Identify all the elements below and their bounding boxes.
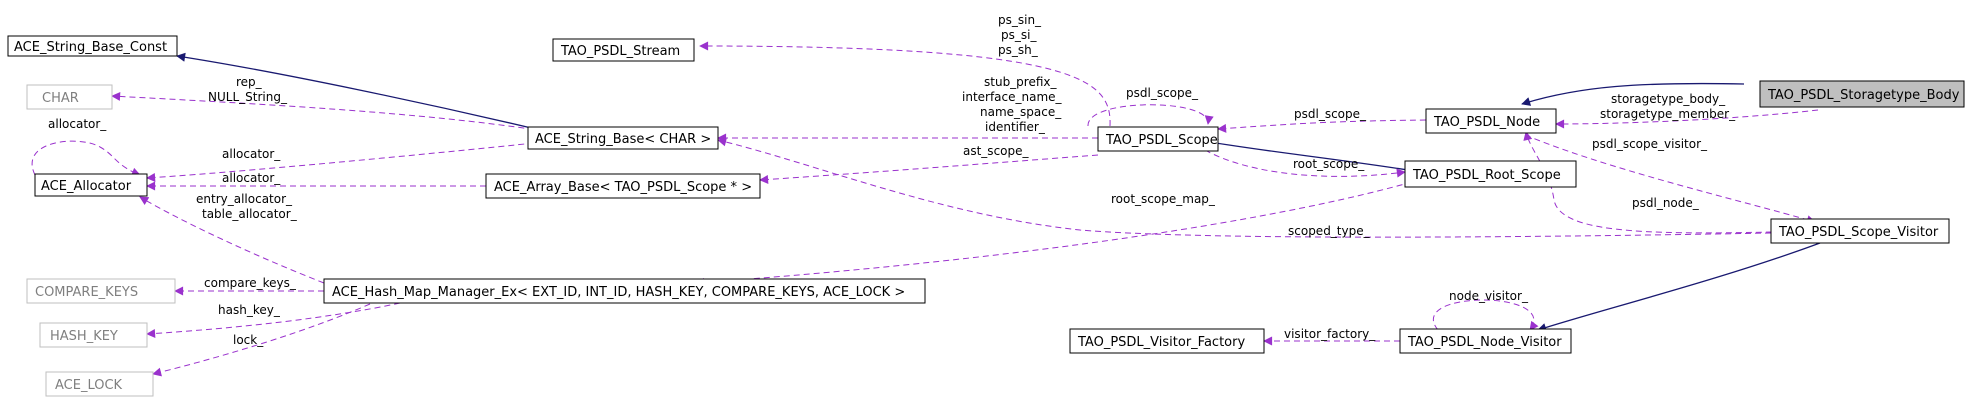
node-label: ACE_String_Base< CHAR > — [535, 132, 711, 147]
edge-label-psdl-scope-self: psdl_scope_ — [1126, 86, 1199, 100]
edge-label-ps-si: ps_si_ — [1001, 28, 1037, 42]
edge-label-stub-prefix: stub_prefix_ — [984, 75, 1058, 89]
edge-label-root-scope: root_scope_ — [1293, 157, 1365, 171]
node-tao-psdl-scope[interactable]: TAO_PSDL_Scope — [1097, 126, 1219, 152]
node-ace-string-base-const[interactable]: ACE_String_Base_Const — [7, 35, 178, 57]
edge-label-name-space: name_space_ — [980, 105, 1062, 119]
edge-label-allocator-1: allocator_ — [222, 147, 281, 161]
edge-lock — [152, 303, 371, 377]
node-ace-string-base[interactable]: ACE_String_Base< CHAR > — [527, 126, 719, 150]
edge-psdl-scope-visitor — [1515, 130, 1816, 225]
node-compare-keys[interactable]: COMPARE_KEYS — [26, 278, 176, 304]
edge-label-lock: lock_ — [233, 333, 264, 347]
node-tao-psdl-storagetype-body[interactable]: TAO_PSDL_Storagetype_Body — [1759, 80, 1965, 108]
edge-rep-null-string — [111, 91, 545, 132]
edge-label-root-scope-map: root_scope_map_ — [1111, 192, 1216, 206]
node-label: ACE_LOCK — [55, 378, 123, 393]
node-label: ACE_Hash_Map_Manager_Ex< EXT_ID, INT_ID,… — [332, 285, 905, 300]
node-tao-psdl-visitor-factory[interactable]: TAO_PSDL_Visitor_Factory — [1069, 328, 1265, 354]
node-label: TAO_PSDL_Node_Visitor — [1407, 335, 1562, 350]
edge-label-node-visitor: node_visitor_ — [1449, 289, 1529, 303]
edge-ast-scope — [759, 154, 1099, 184]
node-tao-psdl-node-visitor[interactable]: TAO_PSDL_Node_Visitor — [1399, 328, 1572, 354]
node-label: TAO_PSDL_Scope_Visitor — [1778, 225, 1939, 240]
edge-root-scope-inherits-scope — [1209, 138, 1409, 171]
edge-hash-key — [146, 302, 401, 338]
node-label: HASH_KEY — [50, 329, 118, 344]
node-ace-allocator[interactable]: ACE_Allocator — [34, 173, 148, 197]
edge-root-scope-map — [695, 181, 1413, 287]
edge-psdl-scope-self — [1087, 104, 1214, 127]
edge-label-psdl-scope: psdl_scope_ — [1294, 107, 1367, 121]
edge-label-rep: rep_ — [236, 75, 263, 89]
edge-label-storagetype-body: storagetype_body_ — [1611, 92, 1726, 106]
node-label: TAO_PSDL_Stream — [560, 44, 680, 59]
edge-allocator-self — [31, 140, 141, 177]
edge-scope-visitor-inherits-node-visitor — [1537, 242, 1821, 332]
edge-storagetype-member — [1555, 109, 1819, 129]
edge-label-storagetype-member: storagetype_member_ — [1600, 107, 1736, 121]
node-ace-array-base[interactable]: ACE_Array_Base< TAO_PSDL_Scope * > — [485, 173, 761, 199]
edge-labels: ps_sin_ ps_si_ ps_sh_ rep_ NULL_String_ … — [48, 13, 1736, 347]
edge-label-visitor-factory: visitor_factory_ — [1284, 327, 1376, 341]
edge-label-entry-allocator: entry_allocator_ — [196, 192, 293, 206]
edge-label-psdl-scope-visitor: psdl_scope_visitor_ — [1592, 137, 1708, 151]
node-label: TAO_PSDL_Storagetype_Body — [1767, 88, 1960, 103]
edge-label-allocator-2: allocator_ — [222, 171, 281, 185]
edge-psdl-node — [1523, 131, 1773, 234]
edge-label-hash-key: hash_key_ — [218, 303, 281, 317]
edge-label-ast-scope: ast_scope_ — [963, 144, 1030, 158]
node-label: TAO_PSDL_Node — [1433, 115, 1540, 130]
node-label: TAO_PSDL_Visitor_Factory — [1077, 335, 1245, 350]
node-ace-lock[interactable]: ACE_LOCK — [45, 371, 154, 397]
edge-node-visitor-self — [1433, 299, 1539, 331]
node-tao-psdl-scope-visitor[interactable]: TAO_PSDL_Scope_Visitor — [1770, 218, 1950, 244]
edge-storagetype-body-inherits-node — [1521, 82, 1745, 106]
node-ace-hash-map-manager-ex[interactable]: ACE_Hash_Map_Manager_Ex< EXT_ID, INT_ID,… — [323, 278, 926, 304]
edge-label-ps-sin: ps_sin_ — [998, 13, 1042, 27]
node-label: TAO_PSDL_Root_Scope — [1412, 168, 1561, 183]
node-label: ACE_Array_Base< TAO_PSDL_Scope * > — [494, 180, 752, 195]
edge-label-interface-name: interface_name_ — [962, 90, 1063, 104]
node-label: TAO_PSDL_Scope — [1105, 133, 1218, 148]
edge-label-identifier: identifier_ — [985, 120, 1046, 134]
node-tao-psdl-root-scope[interactable]: TAO_PSDL_Root_Scope — [1404, 160, 1577, 188]
edges — [31, 41, 1821, 377]
edge-label-null-string: NULL_String_ — [208, 90, 288, 104]
edge-label-scoped-type: scoped_type_ — [1288, 224, 1371, 238]
node-label: ACE_String_Base_Const — [14, 40, 167, 55]
nodes: ACE_String_Base_Const TAO_PSDL_Stream CH… — [7, 35, 1965, 397]
edge-label-allocator-self: allocator_ — [48, 117, 107, 131]
edge-label-table-allocator: table_allocator_ — [202, 207, 298, 221]
edge-root-scope — [1204, 149, 1406, 178]
edge-ps-sin — [699, 41, 1111, 127]
edge-label-ps-sh: ps_sh_ — [998, 43, 1039, 57]
edge-string-base-inherits-const — [176, 52, 545, 132]
edge-label-compare-keys: compare_keys_ — [204, 276, 297, 290]
node-tao-psdl-node[interactable]: TAO_PSDL_Node — [1425, 108, 1557, 134]
edge-entry-table-allocator — [139, 196, 325, 284]
node-label: CHAR — [42, 91, 79, 106]
edge-allocator-string-base — [146, 141, 545, 182]
node-char[interactable]: CHAR — [26, 84, 113, 110]
edge-scoped-type — [717, 137, 1772, 238]
edge-psdl-scope — [1217, 119, 1427, 133]
node-label: COMPARE_KEYS — [35, 285, 138, 300]
node-tao-psdl-stream[interactable]: TAO_PSDL_Stream — [552, 38, 695, 62]
node-label: ACE_Allocator — [41, 179, 132, 194]
node-hash-key[interactable]: HASH_KEY — [39, 322, 148, 348]
edge-label-psdl-node: psdl_node_ — [1632, 196, 1700, 210]
